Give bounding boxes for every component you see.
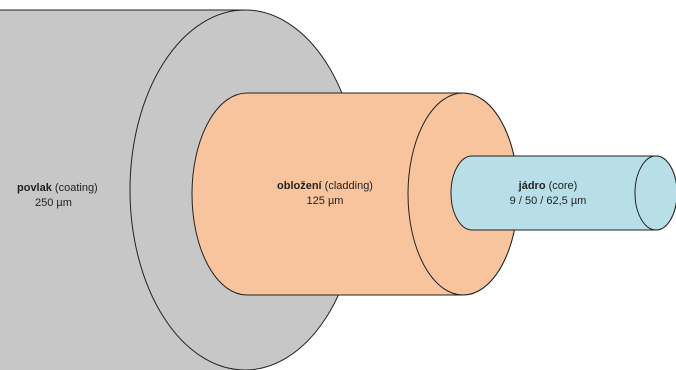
coating-label: povlak (coating) 250 µm [17,181,98,211]
cladding-name-en: (cladding) [324,180,373,192]
core-size: 9 / 50 / 62,5 µm [509,195,587,207]
coating-name-en: (coating) [54,182,98,194]
coating-size: 250 µm [35,197,72,209]
cladding-name: obložení [277,180,322,192]
coating-name-line: povlak (coating) [17,181,98,196]
core-name-en: (core) [548,180,578,192]
core-label: jádro (core) 9 / 50 / 62,5 µm [488,179,608,209]
core-layer [450,155,676,231]
coating-name: povlak [17,182,52,194]
core-face-ellipse [634,155,676,231]
cladding-name-line: obložení (cladding) [255,179,395,194]
cladding-label: obložení (cladding) 125 µm [255,179,395,209]
core-name: jádro [518,180,546,192]
cladding-size: 125 µm [306,195,344,207]
core-name-line: jádro (core) [488,179,608,194]
